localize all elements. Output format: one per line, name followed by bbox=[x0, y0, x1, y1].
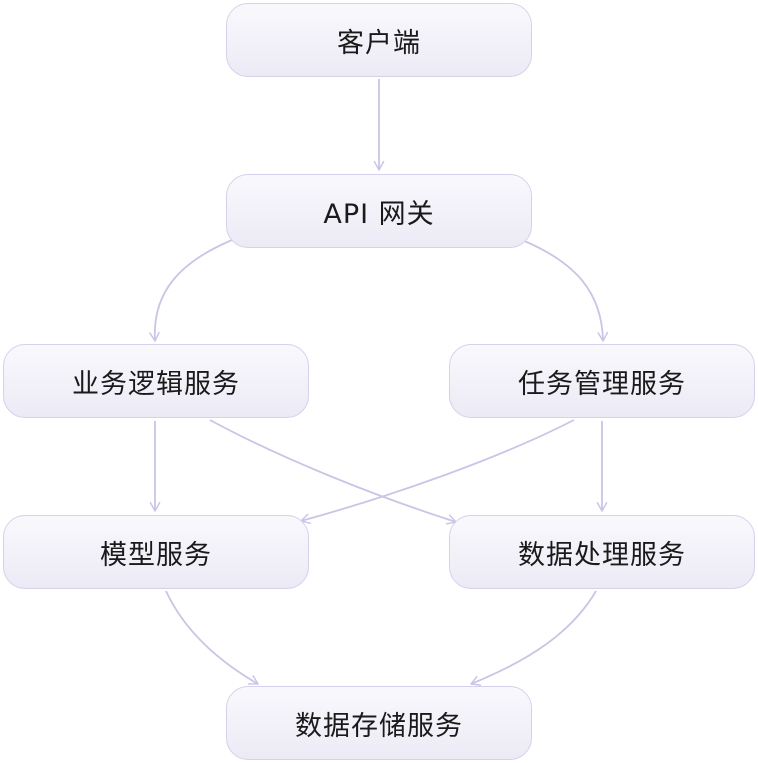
node-task-management-service: 任务管理服务 bbox=[449, 344, 755, 418]
edge-model-to-data-storage bbox=[165, 590, 259, 685]
edge-task-management-to-model bbox=[300, 419, 575, 524]
node-model-label: 模型服务 bbox=[100, 539, 212, 571]
node-task-management-label: 任务管理服务 bbox=[518, 368, 686, 400]
node-api-gateway: API 网关 bbox=[226, 174, 532, 248]
node-client: 客户端 bbox=[226, 3, 532, 77]
edge-gateway-to-business-logic bbox=[149, 239, 233, 342]
node-business-logic-label: 业务逻辑服务 bbox=[72, 368, 240, 400]
edge-business-logic-to-data-processing bbox=[209, 419, 457, 525]
node-data-processing-label: 数据处理服务 bbox=[518, 539, 686, 571]
node-client-label: 客户端 bbox=[337, 27, 421, 59]
edge-gateway-to-task-management bbox=[521, 239, 609, 342]
node-model-service: 模型服务 bbox=[3, 515, 309, 589]
node-data-processing-service: 数据处理服务 bbox=[449, 515, 755, 589]
node-business-logic-service: 业务逻辑服务 bbox=[3, 344, 309, 418]
node-api-gateway-label: API 网关 bbox=[323, 198, 435, 230]
edge-data-processing-to-data-storage bbox=[470, 590, 597, 686]
node-data-storage-label: 数据存储服务 bbox=[295, 710, 463, 742]
node-data-storage-service: 数据存储服务 bbox=[226, 686, 532, 760]
